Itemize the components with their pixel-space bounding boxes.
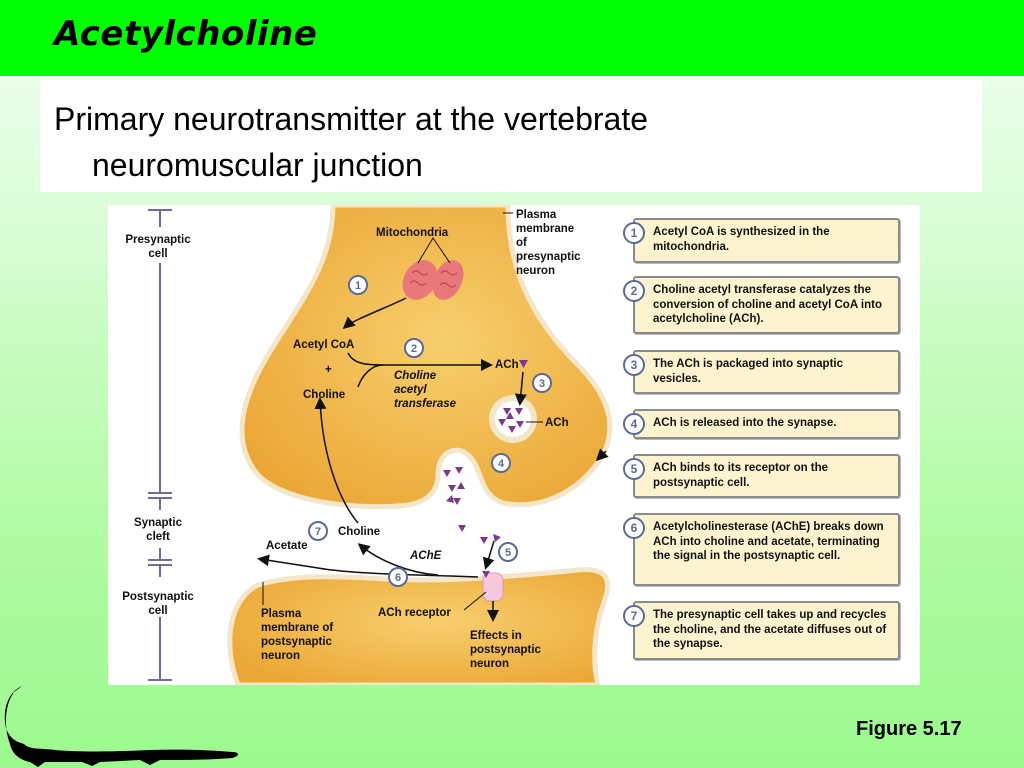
step-text-5: ACh binds to its receptor on the postsyn…: [653, 462, 829, 489]
step-text-3: The ACh is packaged into synaptic vesicl…: [653, 358, 844, 385]
svg-text:4: 4: [498, 458, 505, 470]
label-postsynaptic-cell: cell: [148, 605, 167, 617]
ach-molecule: [519, 360, 528, 368]
label-effects-1: Effects in: [470, 630, 522, 642]
marker-1: 1: [348, 275, 368, 295]
step-text-7: The presynaptic cell takes up and recycl…: [653, 609, 887, 650]
label-choline-cleft: Choline: [338, 526, 380, 538]
postsynaptic-cell: [227, 567, 611, 685]
title-bar: [0, 0, 1024, 76]
step-number-6: 6: [623, 517, 645, 539]
step-text-6: Acetylcholinesterase (AChE) breaks down …: [653, 521, 884, 562]
step-number-3: 3: [623, 354, 645, 376]
label-plasma-pre-1: Plasma: [516, 209, 557, 221]
label-acetate: Acetate: [266, 540, 308, 552]
label-ach-synth: ACh: [495, 359, 519, 371]
figure-caption: Figure 5.17: [856, 718, 962, 740]
step-box-5: 5 ACh binds to its receptor on the posts…: [623, 454, 900, 498]
subtitle-box: [40, 80, 982, 192]
label-plasma-pre-3: of: [516, 237, 527, 249]
choline-recycle-arrow: [314, 397, 359, 524]
svg-text:2: 2: [411, 343, 417, 355]
marker-5: 5: [498, 542, 518, 562]
marker-6: 6: [388, 567, 408, 587]
label-acetyl-coa: Acetyl CoA: [293, 339, 354, 351]
step-box-1: 1 Acetyl CoA is synthesized in the mitoc…: [623, 218, 900, 263]
vesicle-ach-molecules: [498, 408, 524, 433]
label-plasma-post-3: postsynaptic: [261, 636, 333, 648]
slide-subtitle: Primary neurotransmitter at the vertebra…: [54, 96, 954, 188]
label-mitochondria: Mitochondria: [376, 227, 449, 239]
label-plasma-post-2: membrane of: [261, 622, 333, 634]
label-enzyme-1: Choline: [394, 370, 437, 382]
step-number-5: 5: [623, 458, 645, 480]
label-plasma-pre-4: presynaptic: [516, 251, 581, 263]
step-box-4: 4 ACh is released into the synapse.: [623, 409, 900, 439]
subtitle-line-2: neuromuscular junction: [92, 147, 423, 183]
step-text-2: Choline acetyl transferase catalyzes the…: [653, 284, 882, 325]
synapse-figure: Presynaptic cell Synaptic cleft Postsyna…: [108, 205, 920, 685]
label-presynaptic: Presynaptic: [125, 234, 191, 246]
region-scale-bar: [148, 209, 172, 681]
label-choline: Choline: [303, 389, 345, 401]
label-enzyme-2: acetyl: [394, 384, 427, 396]
svg-text:6: 6: [395, 572, 401, 584]
slide-title: Acetylcholine: [54, 14, 318, 54]
svg-text:7: 7: [315, 526, 321, 538]
mitochondria: [402, 237, 464, 300]
step-box-6: 6 Acetylcholinesterase (AChE) breaks dow…: [623, 513, 900, 586]
released-ach-molecules: [443, 467, 501, 544]
marker-2: 2: [404, 338, 424, 358]
diagram-step-markers: 1 2 3 4 5 6 7: [308, 275, 552, 587]
svg-text:1: 1: [355, 280, 361, 292]
marker-4: 4: [491, 453, 511, 473]
step-box-7: 7 The presynaptic cell takes up and recy…: [623, 601, 900, 660]
step-text-1: Acetyl CoA is synthesized in the mitocho…: [653, 226, 830, 253]
label-ach-vesicle: ACh: [545, 417, 569, 429]
label-plus: +: [325, 364, 332, 376]
label-plasma-pre-2: membrane: [516, 223, 574, 235]
label-plasma-post-1: Plasma: [261, 608, 302, 620]
label-synaptic: Synaptic: [134, 517, 183, 529]
svg-text:3: 3: [539, 378, 545, 390]
label-effects-3: neuron: [470, 658, 509, 670]
step-number-2: 2: [623, 280, 645, 302]
label-effects-2: postsynaptic: [470, 644, 542, 656]
label-enzyme-3: transferase: [394, 398, 457, 410]
marker-7: 7: [308, 521, 328, 541]
step-text-4: ACh is released into the synapse.: [653, 417, 837, 429]
step-number-1: 1: [623, 222, 645, 244]
crocodile-icon: [4, 686, 238, 767]
marker-3: 3: [532, 373, 552, 393]
label-postsynaptic: Postsynaptic: [122, 591, 194, 603]
step-box-3: 3 The ACh is packaged into synaptic vesi…: [623, 350, 900, 394]
svg-text:5: 5: [505, 547, 511, 559]
step-box-2: 2 Choline acetyl transferase catalyzes t…: [623, 276, 900, 334]
label-plasma-post-4: neuron: [261, 650, 300, 662]
label-ach-receptor: ACh receptor: [378, 607, 451, 619]
step-number-7: 7: [623, 605, 645, 627]
label-ache: AChE: [409, 550, 442, 562]
label-plasma-pre-5: neuron: [516, 265, 555, 277]
step-number-4: 4: [623, 413, 645, 435]
subtitle-line-1: Primary neurotransmitter at the vertebra…: [54, 101, 649, 137]
synapse-diagram: Presynaptic cell Synaptic cleft Postsyna…: [122, 205, 613, 685]
label-synaptic-cleft: cleft: [146, 531, 170, 543]
label-presynaptic-cell: cell: [148, 248, 167, 260]
